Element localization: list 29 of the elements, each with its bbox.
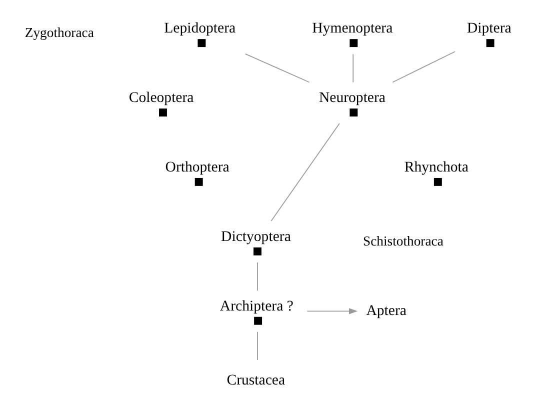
node-box: [349, 108, 358, 116]
node-label: Dictyoptera: [220, 229, 290, 246]
node-label: Diptera: [466, 20, 511, 37]
node-text: Aptera: [366, 303, 406, 320]
node-box: [194, 178, 202, 186]
node-box: [197, 39, 206, 48]
node-box: [254, 316, 262, 325]
node-box: [349, 39, 358, 48]
node-label: Hymenoptera: [312, 20, 392, 37]
node-label: Archiptera ?: [219, 298, 293, 314]
connector: [256, 331, 258, 360]
connector: [256, 262, 258, 292]
connector: [352, 54, 354, 83]
node-label: Rhynchota: [404, 160, 468, 176]
node-label: Orthoptera: [164, 160, 229, 176]
node-box: [158, 108, 166, 116]
connector: [244, 53, 310, 83]
node-text: Crustacea: [226, 372, 285, 388]
node-box: [486, 39, 494, 48]
node-label: Lepidoptera: [164, 20, 236, 37]
label: Schistothoraca: [362, 233, 443, 248]
connector: [392, 51, 455, 83]
node-box: [253, 247, 261, 256]
node-box: [433, 178, 442, 186]
connector: [270, 123, 340, 222]
label: Zygothoraca: [24, 24, 94, 40]
arrow: [306, 308, 358, 314]
node-label: Coleoptera: [128, 90, 194, 106]
node-label: Neuroptera: [318, 90, 386, 106]
